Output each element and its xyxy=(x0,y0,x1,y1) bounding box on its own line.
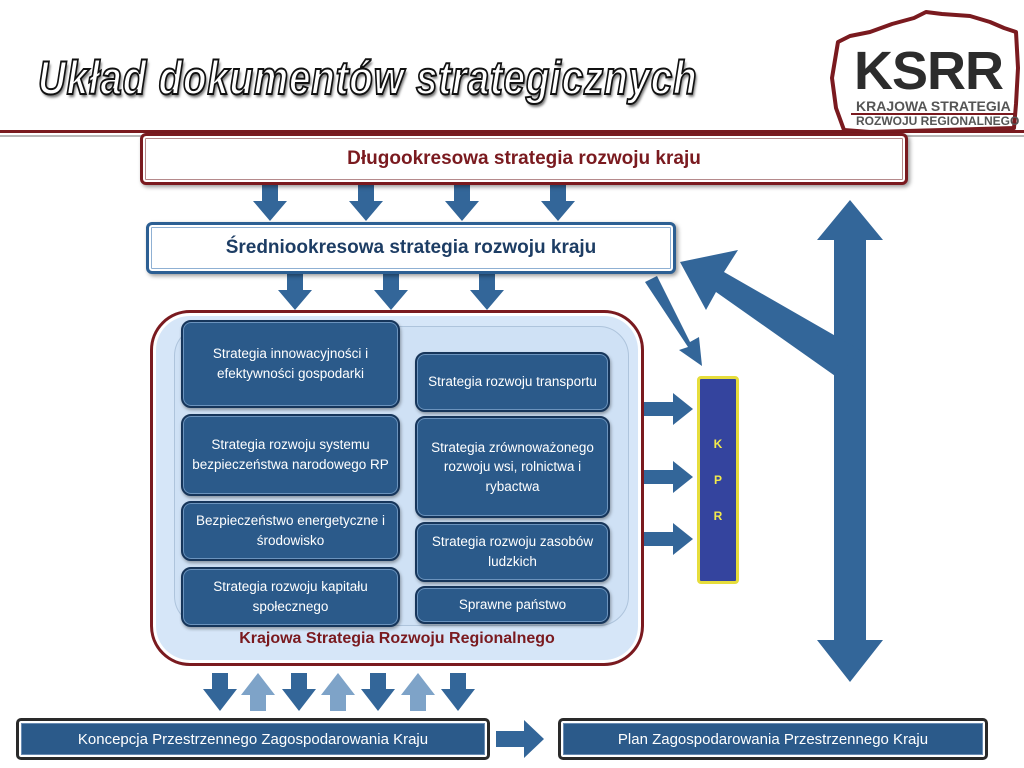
kpzk-label: Koncepcja Przestrzennego Zagospodarowani… xyxy=(77,730,429,748)
logo-wordmark: KSRR xyxy=(854,41,1004,101)
down-arrow-icon xyxy=(541,185,575,221)
arrows-ksrr-bottom xyxy=(203,673,475,711)
down-arrow-icon xyxy=(441,673,475,711)
kpr-letter: P xyxy=(713,473,722,487)
strategy-box: Strategia rozwoju zasobów ludzkich xyxy=(415,522,610,582)
right-arrow-icon xyxy=(643,461,693,493)
down-arrow-icon xyxy=(374,274,408,310)
logo-text-line1: KRAJOWA STRATEGIA xyxy=(856,98,1011,114)
up-arrow-icon xyxy=(321,673,355,711)
strategy-box: Strategia innowacyjności i efektywności … xyxy=(181,320,400,408)
right-arrow-icon xyxy=(643,393,693,425)
title-divider xyxy=(0,130,1024,133)
diagonal-arrow-icon xyxy=(645,276,702,366)
strategy-label: Bezpieczeństwo energetyczne i środowisko xyxy=(195,513,386,548)
strategy-label: Strategia rozwoju zasobów ludzkich xyxy=(431,534,594,569)
up-arrow-icon xyxy=(241,673,275,711)
strategy-box: Bezpieczeństwo energetyczne i środowisko xyxy=(181,501,400,561)
down-arrow-icon xyxy=(282,673,316,711)
arrows-mid-to-ksrr xyxy=(278,274,504,310)
down-arrow-icon xyxy=(203,673,237,711)
long-term-strategy-box: Długookresowa strategia rozwoju kraju xyxy=(140,133,908,185)
strategy-label: Strategia rozwoju transportu xyxy=(428,374,597,390)
strategy-box: Strategia rozwoju transportu xyxy=(415,352,610,412)
strategy-box: Strategia zrównoważonego rozwoju wsi, ro… xyxy=(415,416,610,518)
kpr-box: K P R xyxy=(697,376,739,584)
down-arrow-icon xyxy=(253,185,287,221)
strategy-box: Sprawne państwo xyxy=(415,586,610,624)
strategy-label: Strategia rozwoju systemu bezpieczeństwa… xyxy=(192,437,389,472)
strategy-box: Strategia rozwoju systemu bezpieczeństwa… xyxy=(181,414,400,496)
double-vertical-arrow-icon xyxy=(817,200,883,682)
kpr-letter: R xyxy=(713,509,723,523)
kpzk-box: Koncepcja Przestrzennego Zagospodarowani… xyxy=(16,718,490,760)
strategy-label: Strategia innowacyjności i efektywności … xyxy=(212,346,369,381)
mid-term-strategy-box: Średniookresowa strategia rozwoju kraju xyxy=(146,222,676,274)
right-arrow-icon xyxy=(496,720,544,758)
strategy-label: Strategia rozwoju kapitału społecznego xyxy=(213,579,368,614)
arrows-long-to-mid xyxy=(253,185,575,221)
page-title: Układ dokumentów strategicznych xyxy=(37,50,698,105)
arrows-ksrr-to-kpr xyxy=(643,393,693,555)
up-arrow-icon xyxy=(401,673,435,711)
down-arrow-icon xyxy=(470,274,504,310)
down-arrow-icon xyxy=(361,673,395,711)
right-arrow-icon xyxy=(643,523,693,555)
large-diagonal-arrow-icon xyxy=(680,250,860,378)
mid-term-strategy-label: Średniookresowa strategia rozwoju kraju xyxy=(225,237,597,258)
down-arrow-icon xyxy=(278,274,312,310)
pzpk-box: Plan Zagospodarowania Przestrzennego Kra… xyxy=(558,718,988,760)
kpr-letter: K xyxy=(713,437,723,451)
down-arrow-icon xyxy=(445,185,479,221)
strategy-label: Sprawne państwo xyxy=(458,597,567,613)
ksrr-label: Krajowa Strategia Rozwoju Regionalnego xyxy=(239,630,555,647)
long-term-strategy-label: Długookresowa strategia rozwoju kraju xyxy=(347,148,701,169)
strategy-box: Strategia rozwoju kapitału społecznego xyxy=(181,567,400,627)
logo-text-line2: ROZWOJU REGIONALNEGO xyxy=(856,114,1020,128)
down-arrow-icon xyxy=(349,185,383,221)
strategy-label: Strategia zrównoważonego rozwoju wsi, ro… xyxy=(431,439,594,494)
poland-map-outline-logo xyxy=(830,10,1020,134)
pzpk-label: Plan Zagospodarowania Przestrzennego Kra… xyxy=(617,730,929,748)
logo-underline xyxy=(851,113,1017,115)
